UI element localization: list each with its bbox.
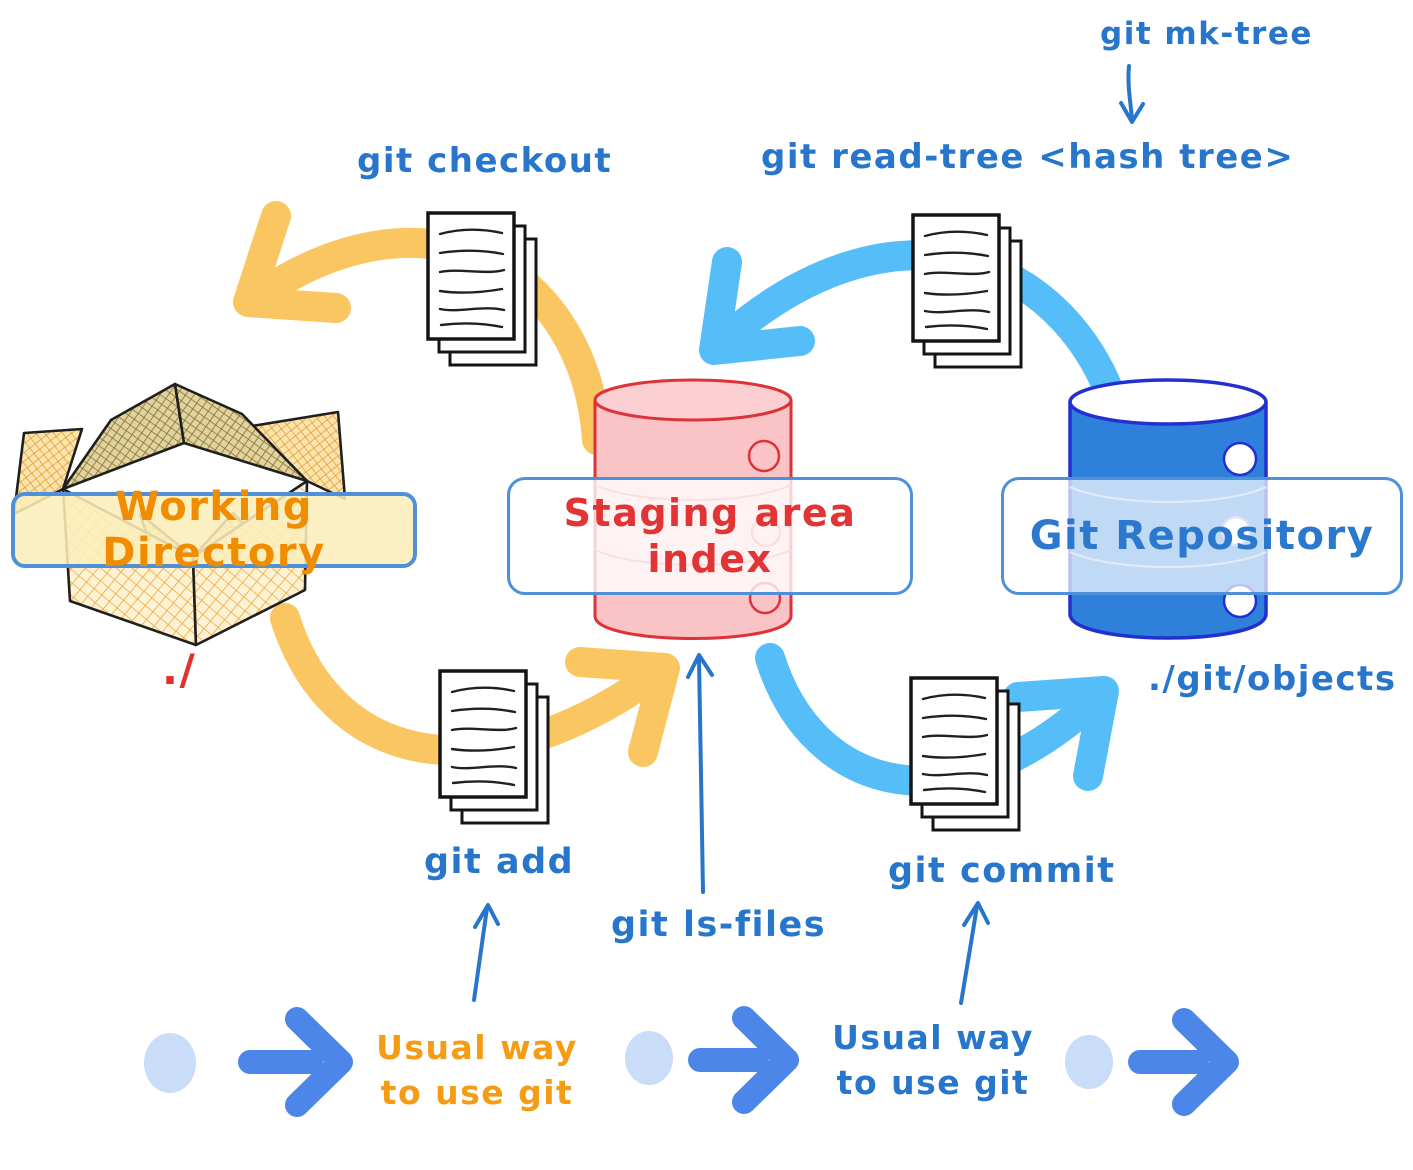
commit-up-arrow: [959, 901, 990, 1005]
git-repository-label: Git Repository: [1001, 477, 1403, 595]
working-directory-path-label: ./: [162, 645, 197, 694]
document-stack-icon: [438, 669, 550, 825]
legend-usual-way-orange: Usual way to use git: [364, 1026, 590, 1115]
legend-markers: [144, 1006, 1239, 1117]
add-up-arrow: [472, 903, 500, 1002]
legend-right-arrow-icon: [1128, 1008, 1239, 1116]
git-objects-path-label: ./git/objects: [1148, 659, 1397, 699]
legend-usual-way-blue: Usual way to use git: [820, 1016, 1046, 1105]
add-command-label: git add: [424, 842, 575, 882]
document-stack-icon: [909, 676, 1021, 832]
checkout-command-label: git checkout: [357, 141, 613, 181]
read-tree-command-label: git read-tree <hash tree>: [761, 137, 1295, 177]
ls-files-up-arrow: [686, 653, 714, 894]
legend-usual-way-orange-line1: Usual way: [376, 1028, 578, 1067]
legend-dot-icon: [1065, 1035, 1113, 1089]
legend-dot-icon: [625, 1031, 673, 1085]
add-curved-arrow: [270, 603, 680, 767]
working-directory-label: Working Directory: [11, 484, 417, 576]
legend-right-arrow-icon: [688, 1006, 799, 1114]
legend-right-arrow-icon: [238, 1007, 353, 1117]
mk-tree-down-arrow: [1119, 64, 1145, 124]
ls-files-command-label: git ls-files: [611, 905, 827, 945]
checkout-curved-arrow: [233, 201, 612, 455]
legend-usual-way-blue-line2: to use git: [836, 1062, 1030, 1102]
legend-usual-way-blue-line1: Usual way: [832, 1018, 1034, 1057]
git-repository-label-text: Git Repository: [1029, 513, 1375, 559]
staging-area-label-text: Staging area index: [564, 490, 857, 583]
document-stack-icon: [911, 213, 1023, 369]
staging-area-label-line1: Staging area: [563, 490, 857, 535]
mk-tree-command-label: git mk-tree: [1100, 16, 1313, 52]
working-directory-label-text: Working Directory: [102, 484, 326, 576]
commit-command-label: git commit: [888, 851, 1116, 891]
legend-dot-icon: [144, 1033, 196, 1093]
staging-area-label: Staging area index: [507, 477, 913, 595]
document-stack-icon: [426, 211, 538, 367]
legend-usual-way-orange-line2: to use git: [380, 1072, 574, 1112]
staging-area-label-line2: index: [647, 537, 773, 581]
commit-curved-arrow: [755, 643, 1119, 796]
